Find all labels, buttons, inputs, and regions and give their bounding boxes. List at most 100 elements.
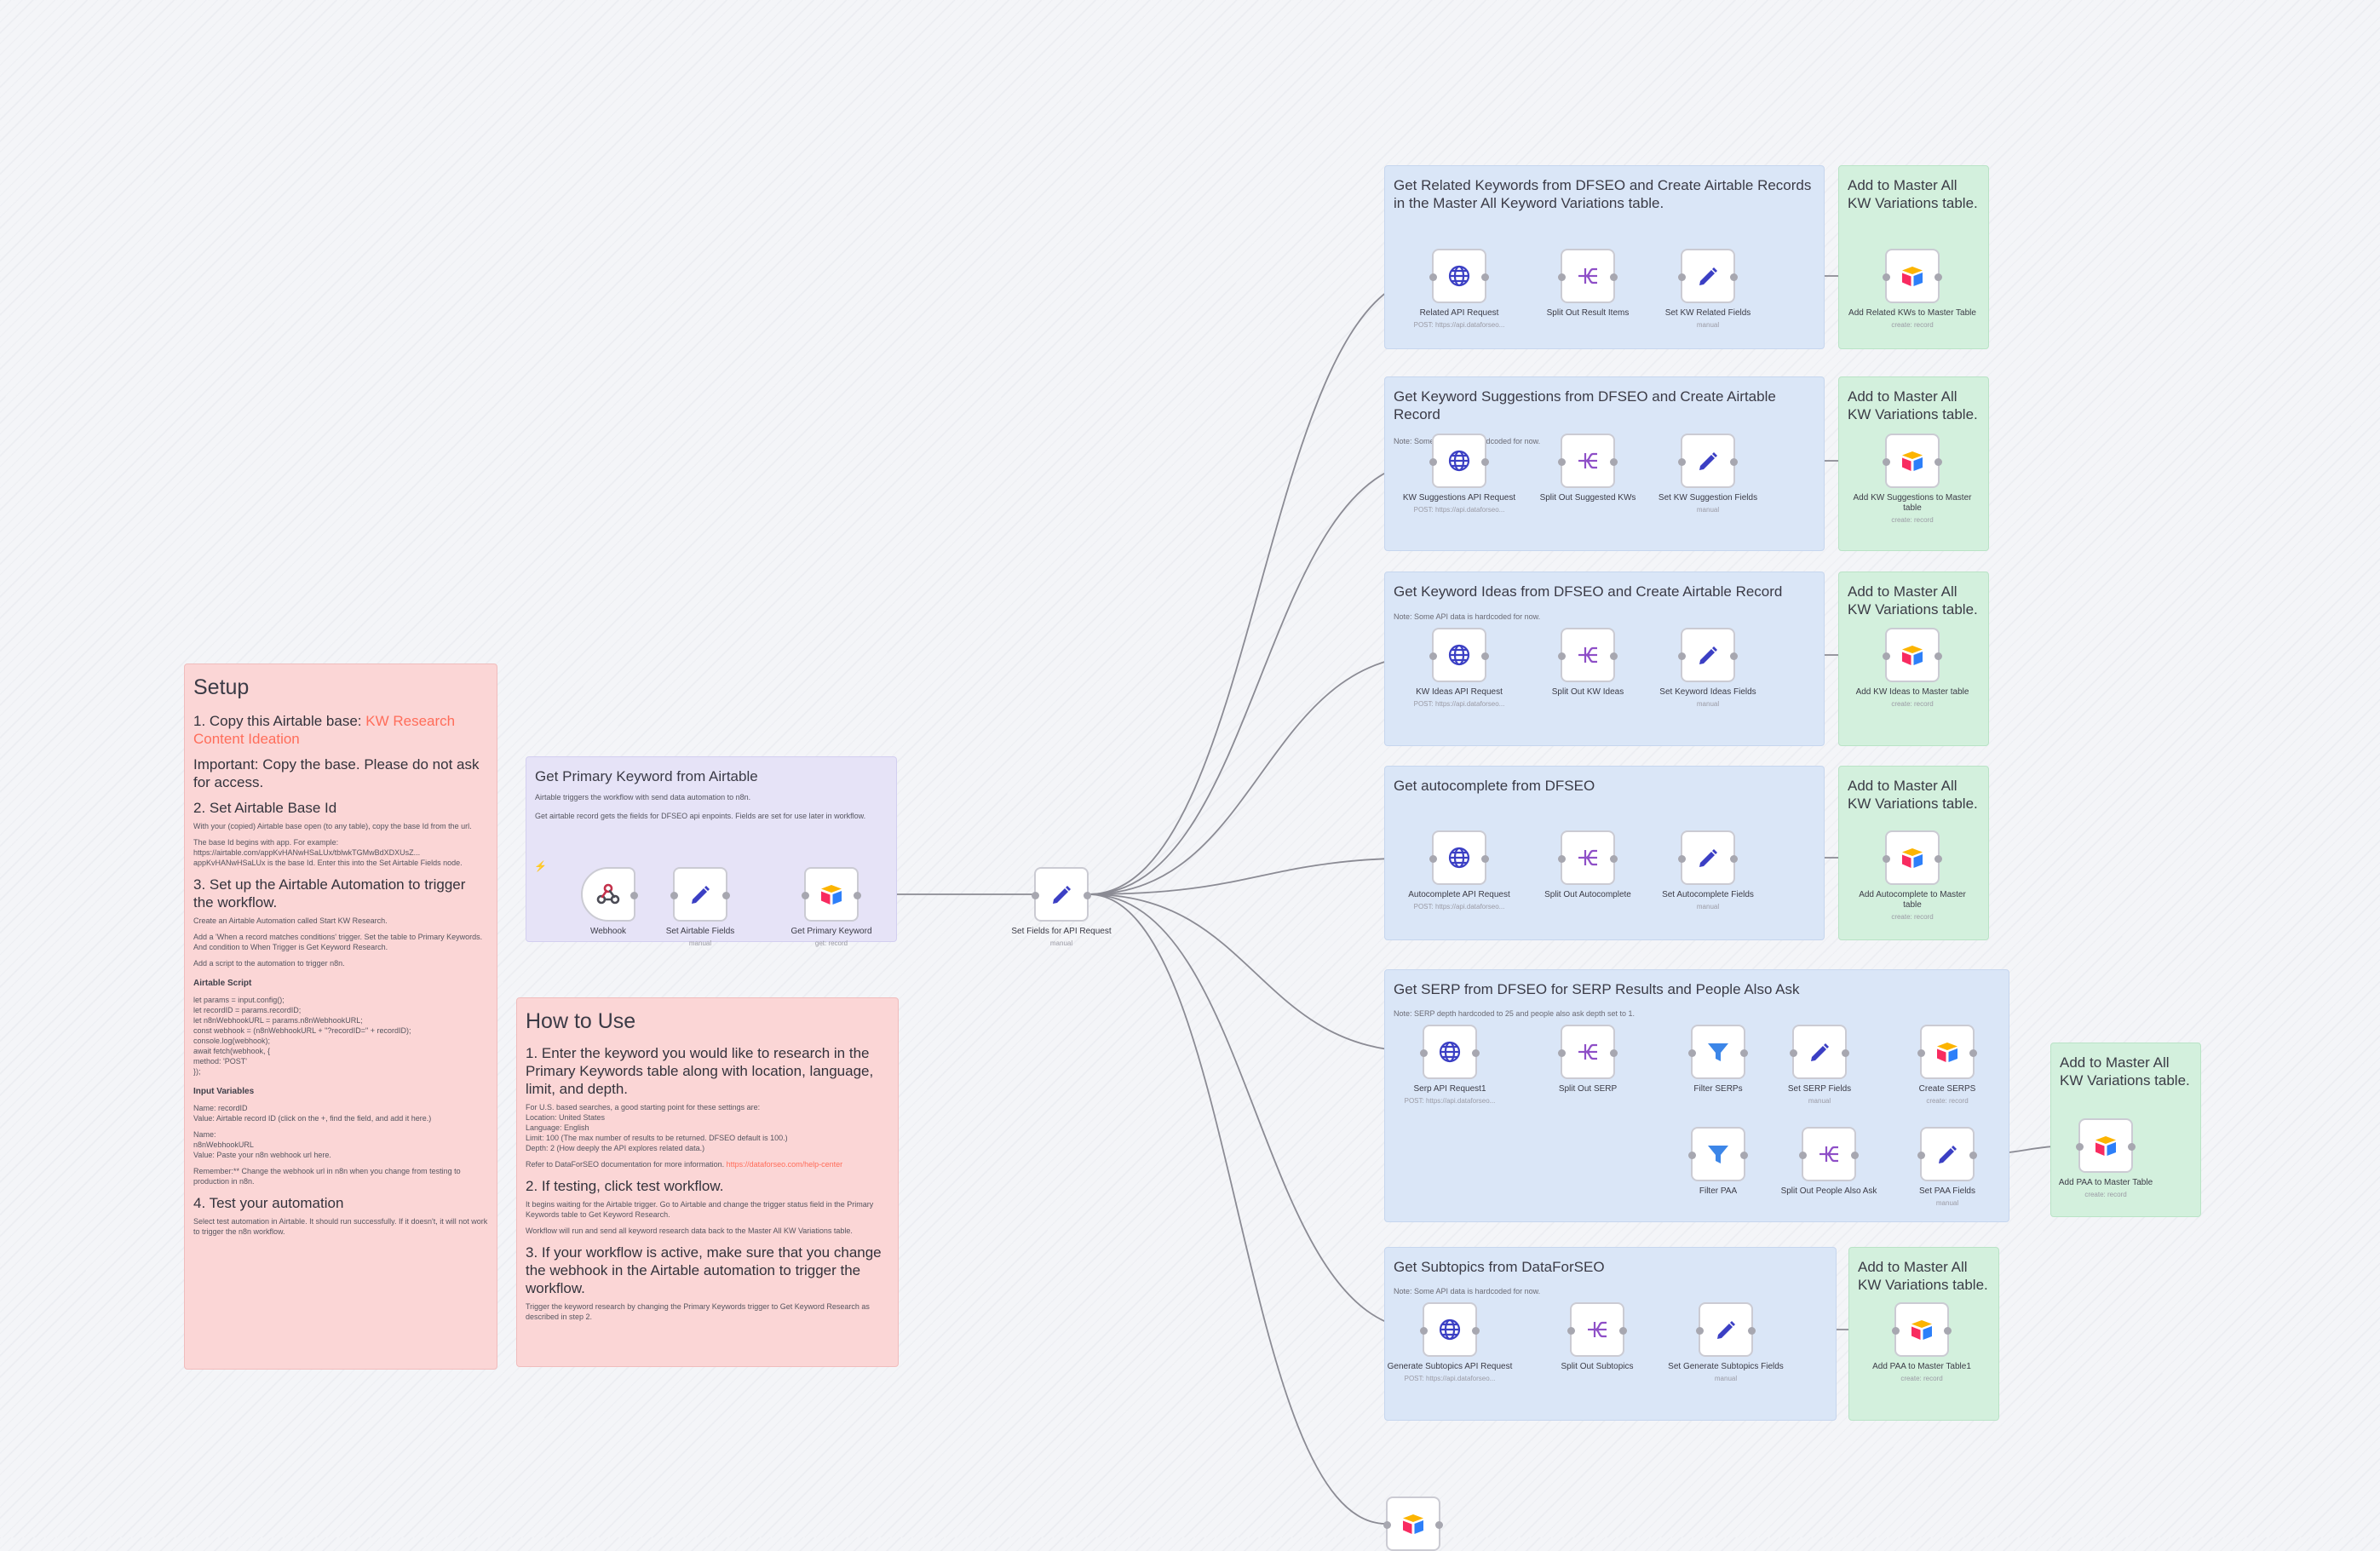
- input-port[interactable]: [1420, 1049, 1428, 1057]
- node-split-related[interactable]: [1558, 249, 1618, 303]
- input-port[interactable]: [1678, 652, 1686, 660]
- node-add-paa1[interactable]: [1892, 1302, 1952, 1357]
- node-set-paa[interactable]: [1917, 1127, 1977, 1181]
- output-port[interactable]: [1969, 1152, 1977, 1159]
- node-set-related[interactable]: [1678, 249, 1738, 303]
- output-port[interactable]: [1481, 273, 1489, 281]
- input-port[interactable]: [1678, 458, 1686, 466]
- node-sub-api[interactable]: [1420, 1302, 1480, 1357]
- input-port[interactable]: [1799, 1152, 1807, 1159]
- input-port[interactable]: [1429, 652, 1437, 660]
- output-port[interactable]: [1481, 458, 1489, 466]
- input-port[interactable]: [1420, 1327, 1428, 1335]
- input-port[interactable]: [1678, 855, 1686, 863]
- howto-docs-link[interactable]: https://dataforseo.com/help-center: [726, 1160, 843, 1169]
- output-port[interactable]: [1969, 1049, 1977, 1057]
- input-port[interactable]: [1032, 892, 1039, 899]
- output-port[interactable]: [1730, 458, 1738, 466]
- output-port[interactable]: [1851, 1152, 1859, 1159]
- node-create-serps[interactable]: [1917, 1025, 1977, 1079]
- output-port[interactable]: [1730, 652, 1738, 660]
- input-port[interactable]: [1917, 1152, 1925, 1159]
- input-port[interactable]: [1558, 855, 1566, 863]
- setup-base-link[interactable]: KW Research Content Ideation: [193, 713, 456, 747]
- input-port[interactable]: [1383, 1521, 1391, 1529]
- node-set-sugg[interactable]: [1678, 434, 1738, 488]
- node-serp-api[interactable]: [1420, 1025, 1480, 1079]
- node-bottom-air[interactable]: [1383, 1496, 1443, 1551]
- output-port[interactable]: [1934, 652, 1942, 660]
- output-port[interactable]: [1748, 1327, 1756, 1335]
- input-port[interactable]: [1790, 1049, 1797, 1057]
- node-auto-api[interactable]: [1429, 830, 1489, 885]
- output-port[interactable]: [1610, 1049, 1618, 1057]
- node-add-auto[interactable]: [1883, 830, 1942, 885]
- output-port[interactable]: [1842, 1049, 1849, 1057]
- node-split-sugg[interactable]: [1558, 434, 1618, 488]
- output-port[interactable]: [1740, 1152, 1748, 1159]
- node-add-ideas[interactable]: [1883, 628, 1942, 682]
- input-port[interactable]: [1883, 855, 1890, 863]
- input-port[interactable]: [1688, 1152, 1696, 1159]
- node-set-sub[interactable]: [1696, 1302, 1756, 1357]
- output-port[interactable]: [1610, 273, 1618, 281]
- node-split-sub[interactable]: [1567, 1302, 1627, 1357]
- node-split-ideas[interactable]: [1558, 628, 1618, 682]
- output-port[interactable]: [1610, 458, 1618, 466]
- output-port[interactable]: [1934, 273, 1942, 281]
- output-port[interactable]: [1472, 1327, 1480, 1335]
- node-get-primary[interactable]: [802, 867, 861, 922]
- node-filter-paa[interactable]: [1688, 1127, 1748, 1181]
- output-port[interactable]: [1730, 855, 1738, 863]
- input-port[interactable]: [1892, 1327, 1900, 1335]
- output-port[interactable]: [722, 892, 730, 899]
- input-port[interactable]: [1883, 458, 1890, 466]
- input-port[interactable]: [670, 892, 678, 899]
- node-split-auto[interactable]: [1558, 830, 1618, 885]
- how-to-use-note[interactable]: How to Use 1. Enter the keyword you woul…: [516, 997, 899, 1367]
- input-port[interactable]: [1558, 652, 1566, 660]
- output-port[interactable]: [1730, 273, 1738, 281]
- node-related-api[interactable]: [1429, 249, 1489, 303]
- node-split-paa[interactable]: [1799, 1127, 1859, 1181]
- output-port[interactable]: [1934, 855, 1942, 863]
- output-port[interactable]: [1610, 652, 1618, 660]
- node-ideas-api[interactable]: [1429, 628, 1489, 682]
- output-port[interactable]: [630, 892, 638, 899]
- node-set-serp[interactable]: [1790, 1025, 1849, 1079]
- output-port[interactable]: [1084, 892, 1091, 899]
- node-add-related[interactable]: [1883, 249, 1942, 303]
- setup-note[interactable]: Setup 1. Copy this Airtable base: KW Res…: [184, 663, 497, 1370]
- input-port[interactable]: [1883, 652, 1890, 660]
- output-port[interactable]: [1481, 855, 1489, 863]
- output-port[interactable]: [1472, 1049, 1480, 1057]
- node-split-serp[interactable]: [1558, 1025, 1618, 1079]
- input-port[interactable]: [1429, 458, 1437, 466]
- output-port[interactable]: [1619, 1327, 1627, 1335]
- node-set-api[interactable]: [1032, 867, 1091, 922]
- output-port[interactable]: [2128, 1143, 2136, 1151]
- output-port[interactable]: [1944, 1327, 1952, 1335]
- input-port[interactable]: [1567, 1327, 1575, 1335]
- input-port[interactable]: [1883, 273, 1890, 281]
- output-port[interactable]: [1934, 458, 1942, 466]
- input-port[interactable]: [1696, 1327, 1704, 1335]
- node-set-auto[interactable]: [1678, 830, 1738, 885]
- node-set-ideas[interactable]: [1678, 628, 1738, 682]
- input-port[interactable]: [1678, 273, 1686, 281]
- input-port[interactable]: [2076, 1143, 2084, 1151]
- node-sugg-api[interactable]: [1429, 434, 1489, 488]
- output-port[interactable]: [1740, 1049, 1748, 1057]
- input-port[interactable]: [1917, 1049, 1925, 1057]
- input-port[interactable]: [1558, 458, 1566, 466]
- master-group-ideas[interactable]: Add to Master All KW Variations table.: [1838, 572, 1989, 746]
- node-add-sugg[interactable]: [1883, 434, 1942, 488]
- input-port[interactable]: [1429, 855, 1437, 863]
- input-port[interactable]: [802, 892, 809, 899]
- input-port[interactable]: [1429, 273, 1437, 281]
- input-port[interactable]: [1688, 1049, 1696, 1057]
- input-port[interactable]: [1558, 1049, 1566, 1057]
- node-set-airtable[interactable]: [670, 867, 730, 922]
- node-filter-serps[interactable]: [1688, 1025, 1748, 1079]
